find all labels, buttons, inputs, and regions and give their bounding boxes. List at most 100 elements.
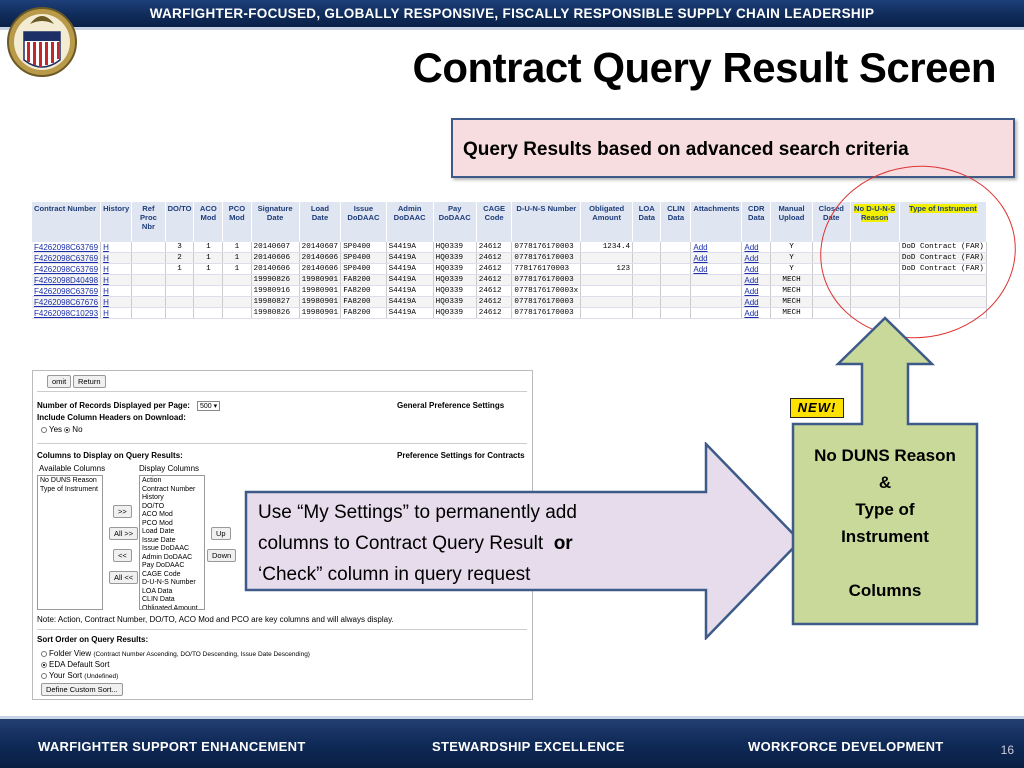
table-cell-link[interactable]: F4262098C67676: [32, 296, 102, 308]
table-cell: [580, 285, 634, 297]
add-column-button[interactable]: >>: [113, 505, 132, 518]
list-item[interactable]: Issue DoDAAC: [142, 545, 190, 552]
table-cell-link[interactable]: Add: [741, 242, 772, 253]
list-item[interactable]: LOA Data: [142, 587, 173, 595]
column-header[interactable]: CDR Data: [741, 202, 772, 242]
chevron-down-icon: ▾: [213, 403, 218, 410]
list-item[interactable]: CLIN Data: [142, 596, 175, 603]
table-cell: 1234.4: [580, 242, 634, 253]
column-header[interactable]: Ref Proc Nbr: [131, 202, 166, 242]
column-header[interactable]: CAGE Code: [476, 202, 513, 242]
table-cell-link[interactable]: F4262098C63769: [32, 263, 102, 275]
table-cell-link[interactable]: H: [100, 307, 133, 319]
column-header[interactable]: History: [100, 202, 133, 242]
table-cell-link[interactable]: Add: [741, 252, 772, 264]
list-item[interactable]: Admin DoDAAC: [142, 553, 193, 561]
include-headers-label: Include Column Headers on Download:: [37, 413, 186, 422]
column-header[interactable]: Admin DoDAAC: [386, 202, 434, 242]
list-item[interactable]: D-U-N-S Number: [142, 579, 196, 586]
table-cell-link[interactable]: Add: [690, 242, 743, 253]
return-button[interactable]: Return: [73, 375, 106, 388]
table-cell-link[interactable]: H: [100, 285, 133, 297]
add-all-columns-button[interactable]: All >>: [109, 527, 139, 540]
table-cell-link[interactable]: Add: [690, 263, 743, 275]
table-cell-link[interactable]: F4262098C63769: [32, 285, 102, 297]
move-down-button[interactable]: Down: [207, 549, 237, 562]
column-header[interactable]: Load Date: [299, 202, 342, 242]
list-item[interactable]: Contract Number: [142, 485, 196, 493]
table-cell: [850, 252, 900, 264]
list-item[interactable]: DO/TO: [142, 502, 165, 510]
table-cell: 0778176170003: [511, 242, 582, 253]
table-cell: 19980826: [251, 307, 300, 319]
column-header[interactable]: Issue DoDAAC: [340, 202, 387, 242]
table-cell-link[interactable]: Add: [741, 307, 772, 319]
list-item[interactable]: History: [142, 494, 164, 501]
table-cell-link[interactable]: Add: [741, 296, 772, 308]
records-per-page-select[interactable]: 500 ▾: [197, 401, 221, 411]
table-cell-link[interactable]: H: [100, 252, 133, 264]
table-cell-link[interactable]: H: [100, 242, 133, 253]
table-cell-link[interactable]: F4262098D40498: [32, 274, 102, 286]
table-cell-link[interactable]: Add: [741, 274, 772, 286]
radio-your-sort[interactable]: [41, 672, 47, 679]
table-cell-link[interactable]: F4262098C63769: [32, 252, 102, 264]
column-header-label: Obligated Amount: [589, 204, 625, 222]
table-cell-link[interactable]: H: [100, 296, 133, 308]
table-cell: SP0400: [340, 252, 387, 264]
column-header[interactable]: ACO Mod: [193, 202, 224, 242]
column-header[interactable]: Obligated Amount: [580, 202, 634, 242]
list-item[interactable]: Load Date: [142, 528, 175, 535]
table-cell-link[interactable]: Add: [690, 252, 743, 264]
column-header[interactable]: PCO Mod: [222, 202, 252, 242]
list-item[interactable]: CAGE Code: [142, 570, 181, 578]
table-cell: 1: [193, 263, 224, 275]
table-cell: MECH: [770, 296, 814, 308]
column-header[interactable]: DO/TO: [165, 202, 195, 242]
submit-button[interactable]: omit: [47, 375, 72, 388]
sort-folder-detail: (Contract Number Ascending, DO/TO Descen…: [93, 651, 310, 658]
radio-no[interactable]: [64, 426, 71, 433]
list-item[interactable]: Action: [142, 477, 162, 484]
table-cell: [222, 296, 252, 308]
column-header[interactable]: Signature Date: [251, 202, 300, 242]
column-header[interactable]: Pay DoDAAC: [433, 202, 477, 242]
column-header[interactable]: CLIN Data: [660, 202, 692, 242]
remove-column-button[interactable]: <<: [113, 549, 132, 562]
table-cell: [690, 296, 743, 308]
table-cell: S4419A: [386, 242, 434, 253]
list-item[interactable]: ACO Mod: [142, 511, 173, 518]
column-header[interactable]: Closed Date: [812, 202, 851, 242]
radio-eda-default[interactable]: [41, 661, 47, 668]
column-header[interactable]: D-U-N-S Number: [511, 202, 582, 242]
table-cell-link[interactable]: F4262098C63769: [32, 242, 102, 253]
remove-all-columns-button[interactable]: All <<: [109, 571, 139, 584]
radio-folder-view[interactable]: [41, 650, 47, 657]
list-item[interactable]: No DUNS Reason: [40, 477, 97, 484]
column-header[interactable]: Manual Upload: [770, 202, 814, 242]
list-item[interactable]: Issue Date: [142, 536, 176, 544]
move-up-button[interactable]: Up: [211, 527, 231, 540]
define-custom-sort-button[interactable]: Define Custom Sort...: [41, 683, 123, 696]
table-cell-link[interactable]: Add: [741, 263, 772, 275]
column-header[interactable]: No D-U-N-S Reason: [850, 202, 900, 242]
table-cell: 20140607: [251, 242, 300, 253]
table-cell: [193, 296, 224, 308]
radio-yes[interactable]: [41, 426, 47, 433]
table-cell-link[interactable]: H: [100, 274, 133, 286]
table-cell-link[interactable]: Add: [741, 285, 772, 297]
table-cell-link[interactable]: F4262098C10293: [32, 307, 102, 319]
list-item[interactable]: PCO Mod: [142, 519, 173, 527]
column-header[interactable]: Contract Number: [32, 202, 102, 242]
column-header[interactable]: Type of Instrument: [899, 202, 988, 242]
list-item[interactable]: Pay DoDAAC: [142, 562, 185, 569]
table-cell: DoD Contract (FAR): [899, 263, 988, 275]
list-item[interactable]: Type of Instrument: [40, 485, 98, 493]
column-header[interactable]: Attachments: [690, 202, 743, 242]
table-cell-link[interactable]: H: [100, 263, 133, 275]
table-cell: [660, 285, 692, 297]
column-header[interactable]: LOA Data: [632, 202, 662, 242]
list-item[interactable]: Obligated Amount: [142, 604, 198, 610]
